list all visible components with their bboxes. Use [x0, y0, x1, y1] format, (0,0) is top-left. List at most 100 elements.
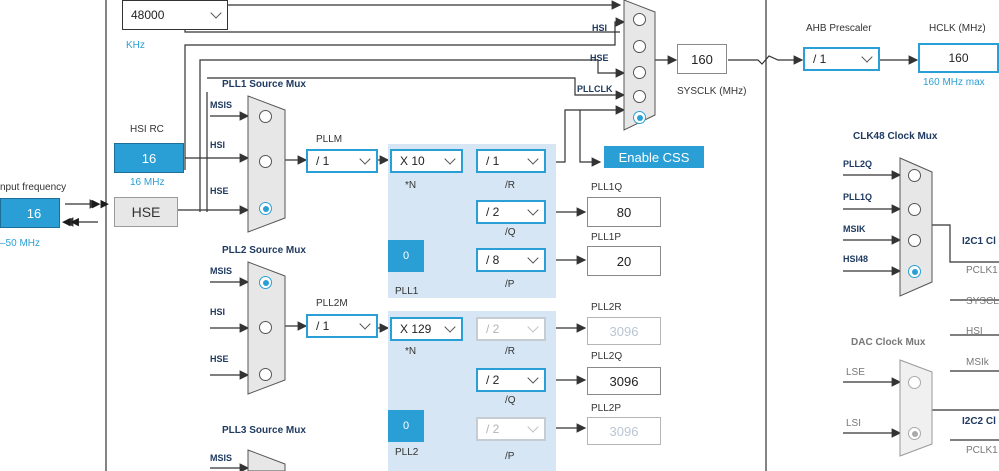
input-frequency-range: –50 MHz	[0, 238, 41, 249]
pll1q-value: 80	[616, 204, 632, 220]
arrow-right-icon: ▶▶	[92, 198, 109, 210]
pll2-q-select[interactable]: / 2	[476, 368, 546, 392]
sysclk-label: SYSCLK (MHz)	[677, 86, 747, 97]
pll1-r-value: / 1	[486, 154, 500, 168]
sysclk-mux-input-pllclk: PLLCLK	[577, 84, 613, 94]
chevron-down-icon	[527, 421, 539, 433]
sysclk-mux-input-hse: HSE	[590, 53, 609, 63]
pllm-select[interactable]: / 1	[306, 149, 378, 173]
pll2-mux-radio-hsi[interactable]	[259, 321, 272, 334]
pll1-q-label: /Q	[505, 227, 516, 238]
i2c2-clock-mux-label: I2C2 Cl	[962, 416, 996, 427]
clk48-mux-radio-pll1q[interactable]	[908, 203, 921, 216]
pll1-frac-box[interactable]: 0	[388, 240, 424, 272]
dac-mux-radio-lse[interactable]	[908, 376, 921, 389]
i2c2-option-pclk1: PCLK1	[966, 445, 998, 456]
pll1-p-select[interactable]: / 8	[476, 248, 546, 272]
pll1-mux-input-hse: HSE	[210, 186, 229, 196]
pllm-label: PLLM	[316, 134, 343, 145]
pll2-n-select[interactable]: X 129	[390, 317, 463, 341]
sysclk-mux-radio-hsi[interactable]	[633, 13, 646, 26]
chevron-down-icon	[210, 7, 222, 19]
hsi-rc-label: HSI RC	[130, 124, 164, 135]
pll1-name: PLL1	[395, 286, 419, 297]
pll1-q-select[interactable]: / 2	[476, 200, 546, 224]
enable-css-button[interactable]: Enable CSS	[604, 146, 704, 168]
pll1p-label: PLL1P	[591, 232, 622, 243]
pll1q-value-box: 80	[587, 197, 661, 227]
sysclk-mux-input-hsi: HSI	[592, 23, 608, 33]
dac-input-lsi: LSI	[846, 418, 862, 429]
pll2-mux-input-msis: MSIS	[210, 266, 233, 276]
pll2-name: PLL2	[395, 447, 419, 458]
chevron-down-icon	[527, 252, 539, 264]
i2c1-option-pclk1: PCLK1	[966, 265, 998, 276]
input-frequency-label: nput frequency	[0, 182, 67, 193]
sysclk-value: 160	[691, 51, 713, 67]
pll3-mux-input-msis: MSIS	[210, 453, 233, 463]
pll2r-label: PLL2R	[591, 302, 622, 313]
pll2q-label: PLL2Q	[591, 351, 623, 362]
pll1-n-label: *N	[405, 180, 417, 191]
pll1-mux-radio-hsi[interactable]	[259, 155, 272, 168]
pll1-mux-radio-msis[interactable]	[259, 110, 272, 123]
clk48-input-pll1q: PLL1Q	[843, 192, 873, 202]
pll2-p-label: /P	[505, 451, 515, 462]
sysclk-mux-radio-selected[interactable]	[633, 111, 646, 124]
input-frequency-field[interactable]: 16	[0, 198, 60, 228]
pll1-p-value: / 8	[486, 253, 500, 267]
pll2-r-label: /R	[505, 346, 515, 357]
hsi-rc-unit: 16 MHz	[130, 177, 165, 188]
pll2r-value: 3096	[609, 323, 639, 339]
clk48-input-hsi48: HSI48	[843, 254, 869, 264]
msi-frequency-select[interactable]: 48000	[122, 0, 228, 30]
chevron-down-icon	[444, 321, 456, 333]
pll2-mux-radio-msis[interactable]	[259, 276, 272, 289]
pll2m-value: / 1	[316, 319, 330, 333]
i2c1-option-hsi: HSI	[966, 326, 983, 337]
hclk-input[interactable]: 160	[918, 43, 999, 73]
pll2-frac-box[interactable]: 0	[388, 410, 424, 442]
dac-input-lse: LSE	[846, 367, 865, 378]
hclk-max: 160 MHz max	[923, 77, 985, 88]
chevron-down-icon	[527, 204, 539, 216]
pll1-r-select[interactable]: / 1	[476, 149, 546, 173]
sysclk-mux-radio-hse2[interactable]	[633, 66, 646, 79]
pll2r-value-box: 3096	[587, 317, 661, 345]
msi-frequency-value: 48000	[131, 8, 165, 22]
hsi-rc-field[interactable]: 16	[114, 143, 184, 173]
chevron-down-icon	[444, 153, 456, 165]
pll1-p-label: /P	[505, 279, 515, 290]
clk48-mux-radio-pll2q[interactable]	[908, 169, 921, 182]
pll1-n-select[interactable]: X 10	[390, 149, 463, 173]
arrow-left-icon: ◀◀	[62, 216, 79, 228]
dac-mux-radio-lsi[interactable]	[908, 427, 921, 440]
chevron-down-icon	[527, 372, 539, 384]
clk48-mux-radio-hsi48[interactable]	[908, 265, 921, 278]
pll2p-value: 3096	[609, 423, 639, 439]
pll1-r-label: /R	[505, 180, 515, 191]
chevron-down-icon	[527, 153, 539, 165]
i2c1-clock-mux-label: I2C1 Cl	[962, 236, 996, 247]
ahb-prescaler-select[interactable]: / 1	[803, 47, 880, 71]
chevron-down-icon	[359, 153, 371, 165]
pll2m-label: PLL2M	[316, 298, 348, 309]
pll2-n-value: X 129	[400, 322, 432, 336]
pll2-p-select[interactable]: / 2	[476, 417, 546, 441]
pll1-mux-input-hsi: HSI	[210, 140, 226, 150]
clk48-mux-radio-msik[interactable]	[908, 234, 921, 247]
pll1-mux-radio-hse[interactable]	[259, 202, 272, 215]
input-frequency-value: 16	[26, 205, 42, 221]
dac-mux-label: DAC Clock Mux	[851, 337, 926, 348]
sysclk-mux-radio-pllclk[interactable]	[633, 90, 646, 103]
i2c1-option-sysclk: SYSCL	[966, 296, 999, 307]
hclk-label: HCLK (MHz)	[929, 23, 986, 34]
pll1q-label: PLL1Q	[591, 182, 623, 193]
pll2p-label: PLL2P	[591, 403, 622, 414]
sysclk-mux-radio-hse[interactable]	[633, 40, 646, 53]
pll2m-select[interactable]: / 1	[306, 314, 378, 338]
pll2-r-select[interactable]: / 2	[476, 317, 546, 341]
hsi-rc-value: 16	[141, 150, 157, 166]
hse-button[interactable]: HSE	[114, 197, 178, 227]
pll2-mux-radio-hse[interactable]	[259, 368, 272, 381]
